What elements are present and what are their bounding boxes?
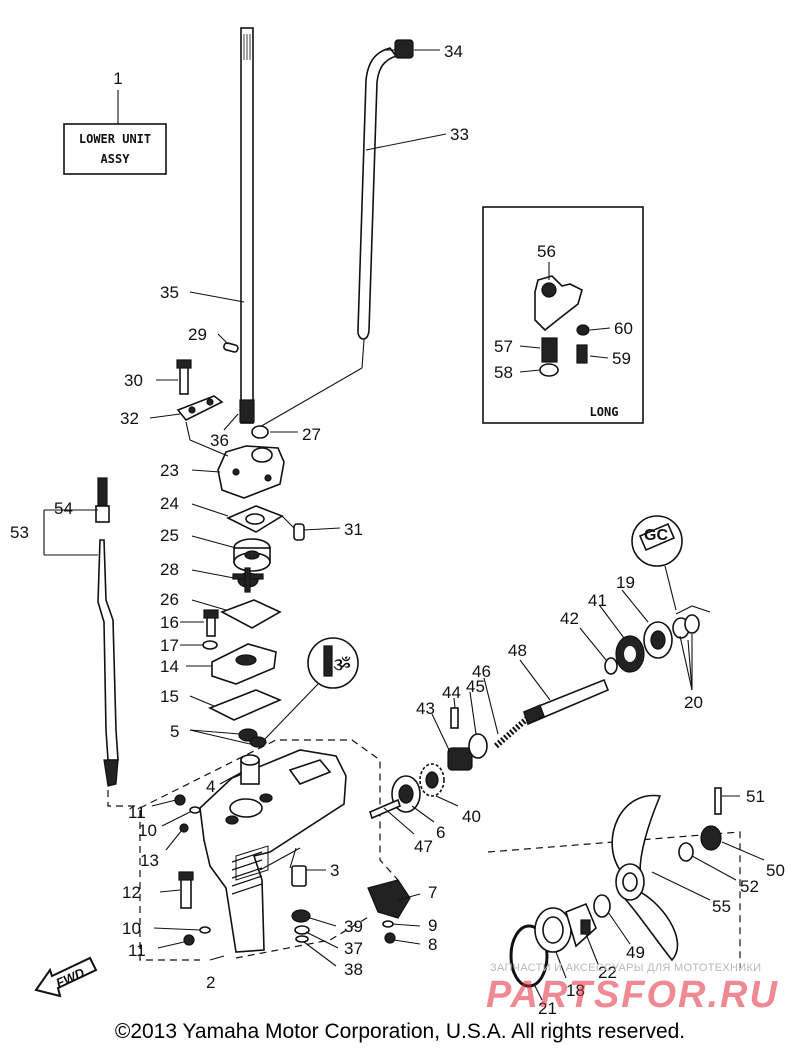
inset-long-label: LONG xyxy=(590,405,619,419)
callout-8: 8 xyxy=(428,935,437,954)
callout-11b: 11 xyxy=(128,941,146,960)
gear-group xyxy=(369,605,711,820)
impeller-icon xyxy=(232,567,264,593)
callout-59: 59 xyxy=(612,349,631,368)
shift-rod xyxy=(43,477,119,787)
callout-11a: 11 xyxy=(128,803,146,822)
watermark-logo: PARTSFOR.RU xyxy=(486,974,779,1016)
callout-42: 42 xyxy=(560,609,579,628)
callout-10a: 10 xyxy=(138,821,157,840)
leader-lines xyxy=(149,49,765,1001)
callout-1: 1 xyxy=(113,69,122,88)
callout-57: 57 xyxy=(494,337,513,356)
assembly-outline xyxy=(107,739,399,961)
callout-49: 49 xyxy=(626,943,645,962)
callout-51: 51 xyxy=(746,787,765,806)
callout-53: 53 xyxy=(10,523,29,542)
callout-50: 50 xyxy=(766,861,785,880)
callout-2: 2 xyxy=(206,973,215,992)
propeller-icon xyxy=(611,794,679,962)
callout-22: 22 xyxy=(598,963,617,982)
copyright-notice: ©2013 Yamaha Motor Corporation, U.S.A. A… xyxy=(114,1020,686,1043)
svg-text:ૐ: ૐ xyxy=(333,656,350,674)
callout-38: 38 xyxy=(344,960,363,979)
callout-7: 7 xyxy=(428,883,437,902)
callout-37: 37 xyxy=(344,939,363,958)
callout-21: 21 xyxy=(538,999,557,1018)
callout-5: 5 xyxy=(170,722,179,741)
callout-55: 55 xyxy=(712,897,731,916)
callout-31: 31 xyxy=(344,520,363,539)
callout-13: 13 xyxy=(140,851,159,870)
callout-46: 46 xyxy=(472,662,491,681)
callout-19: 19 xyxy=(616,573,635,592)
callout-15: 15 xyxy=(160,687,179,706)
callout-43: 43 xyxy=(416,699,435,718)
callout-24: 24 xyxy=(160,494,179,513)
lower-unit-assy-box: LOWER UNIT ASSY xyxy=(63,90,167,175)
callout-30: 30 xyxy=(124,371,143,390)
watermark-tagline: ЗАПЧАСТИ И АКСЕССУАРЫ ДЛЯ МОТОТЕХНИКИ xyxy=(490,962,762,974)
fwd-label: FWD xyxy=(54,965,88,991)
callout-58: 58 xyxy=(494,363,513,382)
gc-label: GC xyxy=(644,527,668,544)
callout-6: 6 xyxy=(436,823,445,842)
forward-gear-icon xyxy=(419,763,445,797)
callout-12: 12 xyxy=(122,883,141,902)
callout-26: 26 xyxy=(160,590,179,609)
callout-17: 17 xyxy=(160,636,179,655)
callout-10b: 10 xyxy=(122,919,141,938)
callout-41: 41 xyxy=(588,591,607,610)
callout-47: 47 xyxy=(414,837,433,856)
long-inset: LONG xyxy=(482,206,644,424)
callout-54: 54 xyxy=(54,499,73,518)
drive-shaft xyxy=(239,27,255,424)
callout-28: 28 xyxy=(160,560,179,579)
callout-35: 35 xyxy=(160,283,179,302)
lower-casing xyxy=(174,728,411,953)
callout-39: 39 xyxy=(344,917,363,936)
callout-9: 9 xyxy=(428,916,437,935)
callout-34: 34 xyxy=(444,42,463,61)
gc-grease-marker: GC xyxy=(631,515,683,611)
water-pump-parts xyxy=(176,342,305,721)
callout-27: 27 xyxy=(302,425,321,444)
callout-36: 36 xyxy=(210,431,229,450)
callout-40: 40 xyxy=(462,807,481,826)
reverse-gear-icon xyxy=(615,635,645,673)
box-line-1: LOWER UNIT xyxy=(79,132,151,146)
callout-52: 52 xyxy=(740,877,759,896)
callout-20: 20 xyxy=(684,693,703,712)
callout-labels: 1 34 33 35 29 30 32 36 27 23 24 31 25 28… xyxy=(10,42,785,1018)
callout-3: 3 xyxy=(330,861,339,880)
propeller-group xyxy=(487,787,741,988)
callout-56: 56 xyxy=(537,242,556,261)
water-tube xyxy=(257,39,414,429)
callout-23: 23 xyxy=(160,461,179,480)
callout-33: 33 xyxy=(450,125,469,144)
box-line-2: ASSY xyxy=(101,152,131,166)
fwd-arrow-icon: FWD xyxy=(34,956,98,998)
callout-48: 48 xyxy=(508,641,527,660)
callout-16: 16 xyxy=(160,613,179,632)
callout-29: 29 xyxy=(188,325,207,344)
callout-25: 25 xyxy=(160,526,179,545)
callout-44: 44 xyxy=(442,683,461,702)
callout-60: 60 xyxy=(614,319,633,338)
callout-32: 32 xyxy=(120,409,139,428)
grease-marker: ૐ xyxy=(263,637,359,741)
callout-4: 4 xyxy=(206,777,215,796)
callout-18: 18 xyxy=(566,981,585,1000)
callout-14: 14 xyxy=(160,657,179,676)
callout-45: 45 xyxy=(466,677,485,696)
